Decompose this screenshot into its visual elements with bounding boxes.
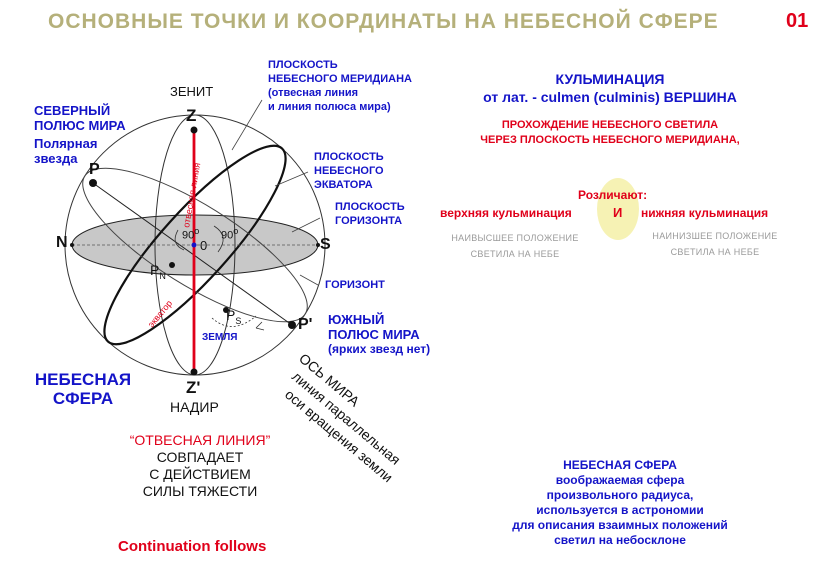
center-point <box>191 242 197 248</box>
angle-label-2: 90o <box>221 226 239 242</box>
horizon-plane-label: ПЛОСКОСТЬ ГОРИЗОНТА <box>335 201 405 227</box>
meridian-leader <box>231 99 263 151</box>
nadir-word: НАДИР <box>170 399 219 415</box>
culmination-etymology: от лат. - culmen (culminis) ВЕРШИНА <box>483 89 737 105</box>
angle-arc-left <box>174 229 185 251</box>
nadir-point <box>190 368 198 376</box>
south-pole-heading: ЮЖНЫЙ ПОЛЮС МИРА (ярких звезд нет) <box>328 312 431 356</box>
upper-culmination: верхняя кульминация <box>440 206 572 220</box>
north-pole-label: P <box>89 161 100 178</box>
culmination-definition: ПРОХОЖДЕНИЕ НЕБЕСНОГО СВЕТИЛА ЧЕРЕЗ ПЛОС… <box>480 119 740 146</box>
angle-arc-right <box>213 225 224 253</box>
pn-point <box>169 262 175 268</box>
sphere-definition: НЕБЕСНАЯ СФЕРА воображаемая сфера произв… <box>470 458 770 548</box>
rotation-arrow <box>211 315 257 327</box>
south-pole-point <box>288 321 296 329</box>
equator-ellipse <box>103 144 287 346</box>
lower-culmination: нижняя кульминация <box>641 206 769 220</box>
ps-label: PS <box>226 307 242 326</box>
horizon-plane-leader <box>291 217 321 233</box>
equator-leader <box>274 171 309 187</box>
world-axis <box>92 182 293 326</box>
culmination-heading: КУЛЬМИНАЦИЯ <box>555 71 665 87</box>
north-pole-heading: СЕВЕРНЫЙ ПОЛЮС МИРА <box>34 103 126 133</box>
and-label: И <box>613 205 623 220</box>
continuation-note: Continuation follows <box>118 538 267 555</box>
nadir-label: Z' <box>186 378 201 397</box>
angle-label-1: 90o <box>182 226 200 242</box>
north-label: N <box>56 234 68 251</box>
page-title: ОСНОВНЫЕ ТОЧКИ И КООРДИНАТЫ НА НЕБЕСНОЙ … <box>48 10 719 33</box>
culmination-heading-block: КУЛЬМИНАЦИЯ от лат. - culmen (culminis) … <box>440 70 780 106</box>
south-pole-label: P' <box>298 316 313 333</box>
zenith-point <box>190 126 198 134</box>
upper-culmination-note: НАИВЫСШЕЕ ПОЛОЖЕНИЕ СВЕТИЛА НА НЕБЕ <box>451 233 579 259</box>
slide-number: 01 <box>786 10 809 32</box>
south-point <box>316 243 320 247</box>
horizon-label: ГОРИЗОНТ <box>325 279 385 291</box>
sphere-definition-heading: НЕБЕСНАЯ СФЕРА <box>563 458 677 472</box>
zenith-label: Z <box>186 106 197 125</box>
diurnal-circle <box>82 167 308 323</box>
north-pole-note: Полярная звезда <box>34 136 98 166</box>
ps-point <box>223 307 229 313</box>
distinguish-label: Розличают: <box>578 188 648 202</box>
pn-label: PN <box>150 262 166 281</box>
plumb-line-note: “ОТВЕСНАЯ ЛИНИЯ” СОВПАДАЕТ С ДЕЙСТВИЕМ С… <box>129 432 271 499</box>
earth-label: ЗЕМЛЯ <box>202 332 238 343</box>
north-point <box>70 243 74 247</box>
north-pole-point <box>89 179 97 187</box>
celestial-sphere-label: НЕБЕСНАЯ СФЕРА <box>34 370 132 408</box>
highlight-blob <box>597 178 639 240</box>
center-label: 0 <box>200 238 208 253</box>
rotation-arrow-2 <box>255 321 265 331</box>
lower-culmination-note: НАИНИЗШЕЕ ПОЛОЖЕНИЕ СВЕТИЛА НА НЕБЕ <box>652 231 778 257</box>
zenith-word: ЗЕНИТ <box>170 84 214 99</box>
south-label: S <box>320 236 331 253</box>
horizon-leader <box>299 274 319 286</box>
meridian-plane-label: ПЛОСКОСТЬ НЕБЕСНОГО МЕРИДИАНА (отвесная … <box>268 59 412 113</box>
equator-plane-label: ПЛОСКОСТЬ НЕБЕСНОГО ЭКВАТОРА <box>314 151 384 191</box>
